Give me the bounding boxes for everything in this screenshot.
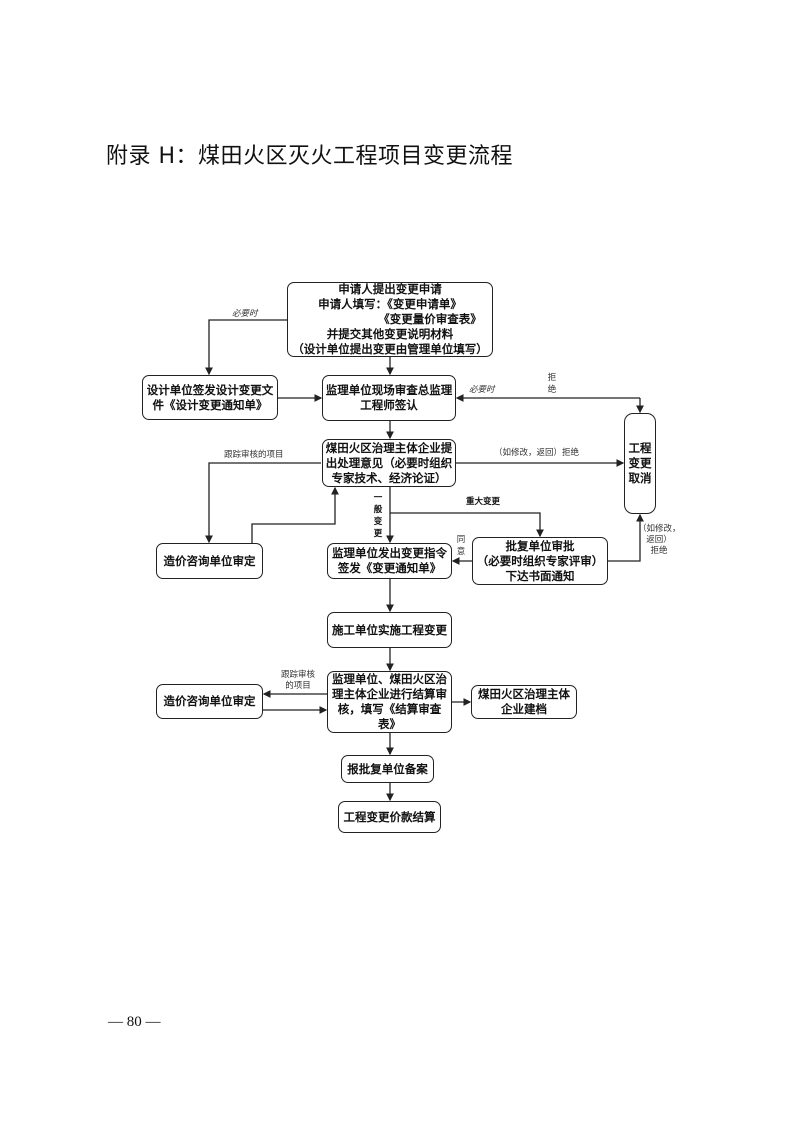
node-filing-line: 报批复单位备案 — [347, 761, 428, 776]
node-archive-line: 煤田火区治理主体 — [478, 687, 570, 701]
label-general-change-char: 一 — [373, 493, 383, 503]
node-design-issue-line: 件《设计变更通知单》 — [152, 397, 268, 412]
node-supervisor-review-line: 监理单位现场审查总监理 — [325, 383, 453, 397]
page-number: — 80 — — [108, 1014, 161, 1030]
node-approval-line: 批复单位审批 — [505, 538, 575, 553]
node-enterprise-opinion-line: 煤田火区治理主体企业提 — [325, 440, 453, 455]
node-cancel-line: 工程 — [628, 441, 652, 455]
node-cancel: 工程 变更 取消 — [624, 413, 656, 514]
node-supervisor-order-line: 签发《变更通知单》 — [337, 561, 442, 575]
label-when-necessary-right: 必要时 — [469, 385, 495, 395]
label-modify-line: 返回） — [646, 535, 672, 545]
node-final-settlement-line: 工程变更价款结算 — [343, 809, 436, 824]
edge-apply-to-design — [205, 319, 287, 376]
node-archive: 煤田火区治理主体 企业建档 — [471, 685, 577, 719]
label-reject-top-char: 绝 — [547, 385, 557, 395]
node-cost-review-2: 造价咨询单位审定 — [156, 684, 263, 719]
node-construction: 施工单位实施工程变更 — [327, 612, 452, 648]
edge-approval-to-cancel — [608, 513, 644, 562]
node-supervisor-review: 监理单位现场审查总监理 工程师签认 — [322, 375, 456, 421]
node-settlement-review-line: 核，填写《结算审查 — [337, 702, 442, 716]
label-modify-line: 拒绝 — [650, 546, 668, 556]
node-cancel-line: 变更 — [628, 456, 652, 470]
node-settlement-review-line: 理主体企业进行结算审 — [332, 687, 447, 701]
label-general-change-char: 更 — [373, 529, 383, 539]
node-filing: 报批复单位备案 — [341, 755, 434, 783]
label-modify-return-reject: （如修改，返回）拒绝 — [494, 448, 580, 458]
node-supervisor-review-line: 工程师签认 — [360, 398, 418, 412]
label-general-change: 一 般 变 更 — [373, 492, 383, 540]
label-general-change-char: 变 — [373, 517, 383, 527]
node-cost-review-1-line: 造价咨询单位审定 — [163, 553, 256, 568]
label-track-review-items: 跟踪审核的项目 — [224, 450, 284, 460]
node-apply-line: 并提交其他变更说明材料 — [326, 327, 454, 341]
node-approval-line: 下达书面通知 — [505, 568, 575, 583]
node-settlement-review: 监理单位、煤田火区治 理主体企业进行结算审 核，填写《结算审查 表》 — [327, 671, 452, 733]
node-supervisor-order-line: 监理单位发出变更指令 — [332, 546, 447, 560]
label-agree: 同 意 — [456, 534, 466, 558]
label-general-change-char: 般 — [373, 505, 383, 515]
node-apply-line: 申请人填写：《变更申请单》 — [318, 297, 462, 311]
node-final-settlement: 工程变更价款结算 — [338, 801, 441, 833]
label-reject-top: 拒 绝 — [547, 372, 557, 396]
node-archive-line: 企业建档 — [501, 702, 547, 716]
label-reject-top-char: 拒 — [547, 373, 557, 383]
node-apply-line: 申请人提出变更申请 — [338, 282, 442, 296]
node-cancel-line: 取消 — [628, 471, 652, 485]
edge-opinion-to-cost1 — [205, 462, 321, 544]
node-apply-line: （设计单位提出变更由管理单位填写） — [292, 342, 488, 356]
label-agree-char: 同 — [456, 535, 466, 545]
node-settlement-review-line: 表》 — [378, 717, 401, 731]
node-design-issue: 设计单位签发设计变更文 件《设计变更通知单》 — [142, 375, 278, 420]
node-approval-line: （必要时组织专家评审） — [476, 553, 604, 568]
node-enterprise-opinion-line: 专家技术、经济论证） — [331, 470, 447, 485]
node-design-issue-line: 设计单位签发设计变更文 — [146, 382, 274, 397]
label-when-necessary-left: 必要时 — [232, 309, 258, 319]
label-track-review-items-2: 跟踪审核 的项目 — [278, 670, 318, 692]
edge-cost1-to-opinion — [251, 486, 339, 543]
node-construction-line: 施工单位实施工程变更 — [332, 622, 447, 637]
node-enterprise-opinion: 煤田火区治理主体企业提 出处理意见（必要时组织 专家技术、经济论证） — [322, 439, 456, 487]
label-major-change: 重大变更 — [466, 497, 501, 507]
node-settlement-review-line: 监理单位、煤田火区治 — [332, 672, 447, 686]
node-supervisor-order: 监理单位发出变更指令 签发《变更通知单》 — [327, 543, 452, 579]
label-agree-char: 意 — [456, 547, 466, 557]
edge-major-to-approval — [390, 512, 544, 538]
node-enterprise-opinion-line: 出处理意见（必要时组织 — [325, 455, 453, 470]
label-track-line: 跟踪审核 — [280, 670, 315, 680]
label-track-line: 的项目 — [285, 681, 311, 691]
node-cost-review-2-line: 造价咨询单位审定 — [163, 694, 256, 708]
label-modify-line: （如修改， — [638, 524, 681, 534]
node-apply: 申请人提出变更申请 申请人填写：《变更申请单》 《变更量价审查表》 并提交其他变… — [287, 282, 493, 357]
label-modify-return-reject-right: （如修改， 返回） 拒绝 — [638, 524, 681, 557]
node-cost-review-1: 造价咨询单位审定 — [156, 543, 263, 579]
page-title: 附录 H：煤田火区灭火工程项目变更流程 — [106, 144, 514, 169]
node-apply-line: 《变更量价审查表》 — [378, 312, 482, 326]
node-approval: 批复单位审批 （必要时组织专家评审） 下达书面通知 — [472, 537, 608, 585]
